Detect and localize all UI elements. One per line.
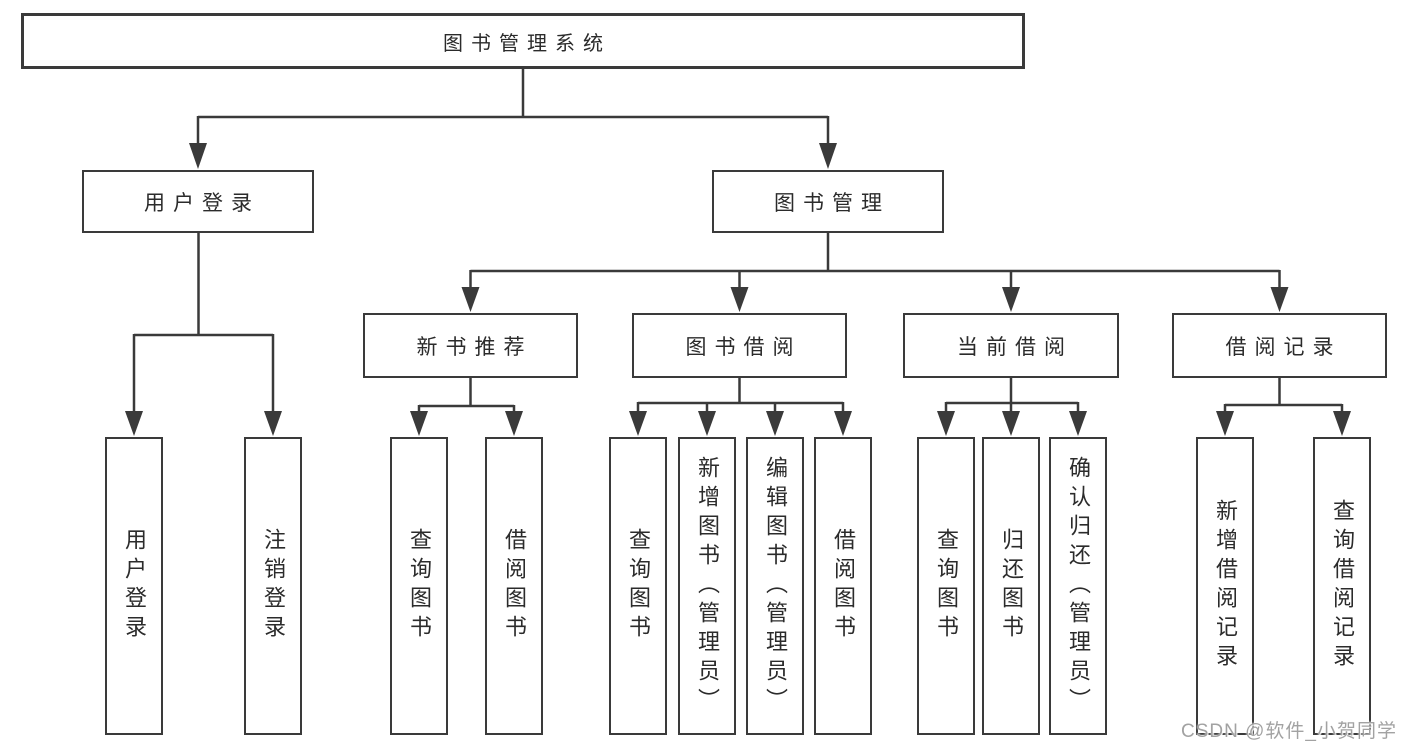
leaf-query-books-current: 查询图书 (917, 437, 975, 735)
leaf-query-books-current-label: 查询图书 (934, 528, 959, 644)
leaf-query-books-borrowing-label: 查询图书 (626, 528, 651, 644)
node-new-book-recommend: 新书推荐 (363, 313, 578, 378)
leaf-query-books-recommend: 查询图书 (390, 437, 448, 735)
leaf-confirm-return-admin: 确认归还（管理员） (1049, 437, 1107, 735)
leaf-add-borrow-record-label: 新增借阅记录 (1213, 499, 1238, 673)
leaf-logout: 注销登录 (244, 437, 302, 735)
connector-lines (132, 68, 1344, 412)
leaf-borrow-books-recommend: 借阅图书 (485, 437, 543, 735)
leaf-query-borrow-record-label: 查询借阅记录 (1330, 499, 1355, 673)
leaf-borrow-books: 借阅图书 (814, 437, 872, 735)
node-book-borrowing: 图书借阅 (632, 313, 847, 378)
node-book-management: 图书管理 (712, 170, 944, 233)
leaf-add-book-admin-label: 新增图书（管理员） (695, 455, 720, 717)
leaf-return-book: 归还图书 (982, 437, 1040, 735)
leaf-logout-label: 注销登录 (261, 528, 286, 644)
leaf-edit-book-admin-label: 编辑图书（管理员） (763, 455, 788, 717)
node-root-system: 图书管理系统 (21, 13, 1025, 69)
leaf-user-login-label: 用户登录 (122, 528, 147, 644)
leaf-query-books-borrowing: 查询图书 (609, 437, 667, 735)
leaf-borrow-books-recommend-label: 借阅图书 (502, 528, 527, 644)
node-user-login: 用户登录 (82, 170, 314, 233)
leaf-user-login: 用户登录 (105, 437, 163, 735)
leaf-query-books-recommend-label: 查询图书 (407, 528, 432, 644)
leaf-return-book-label: 归还图书 (999, 528, 1024, 644)
leaf-add-book-admin: 新增图书（管理员） (678, 437, 736, 735)
leaf-query-borrow-record: 查询借阅记录 (1313, 437, 1371, 735)
connector-arrowheads (125, 143, 1351, 436)
leaf-edit-book-admin: 编辑图书（管理员） (746, 437, 804, 735)
leaf-add-borrow-record: 新增借阅记录 (1196, 437, 1254, 735)
node-borrowing-records: 借阅记录 (1172, 313, 1387, 378)
csdn-watermark: CSDN @软件_小贺同学 (1181, 721, 1397, 742)
leaf-borrow-books-label: 借阅图书 (831, 528, 856, 644)
leaf-confirm-return-admin-label: 确认归还（管理员） (1066, 455, 1091, 717)
node-current-borrowing: 当前借阅 (903, 313, 1119, 378)
